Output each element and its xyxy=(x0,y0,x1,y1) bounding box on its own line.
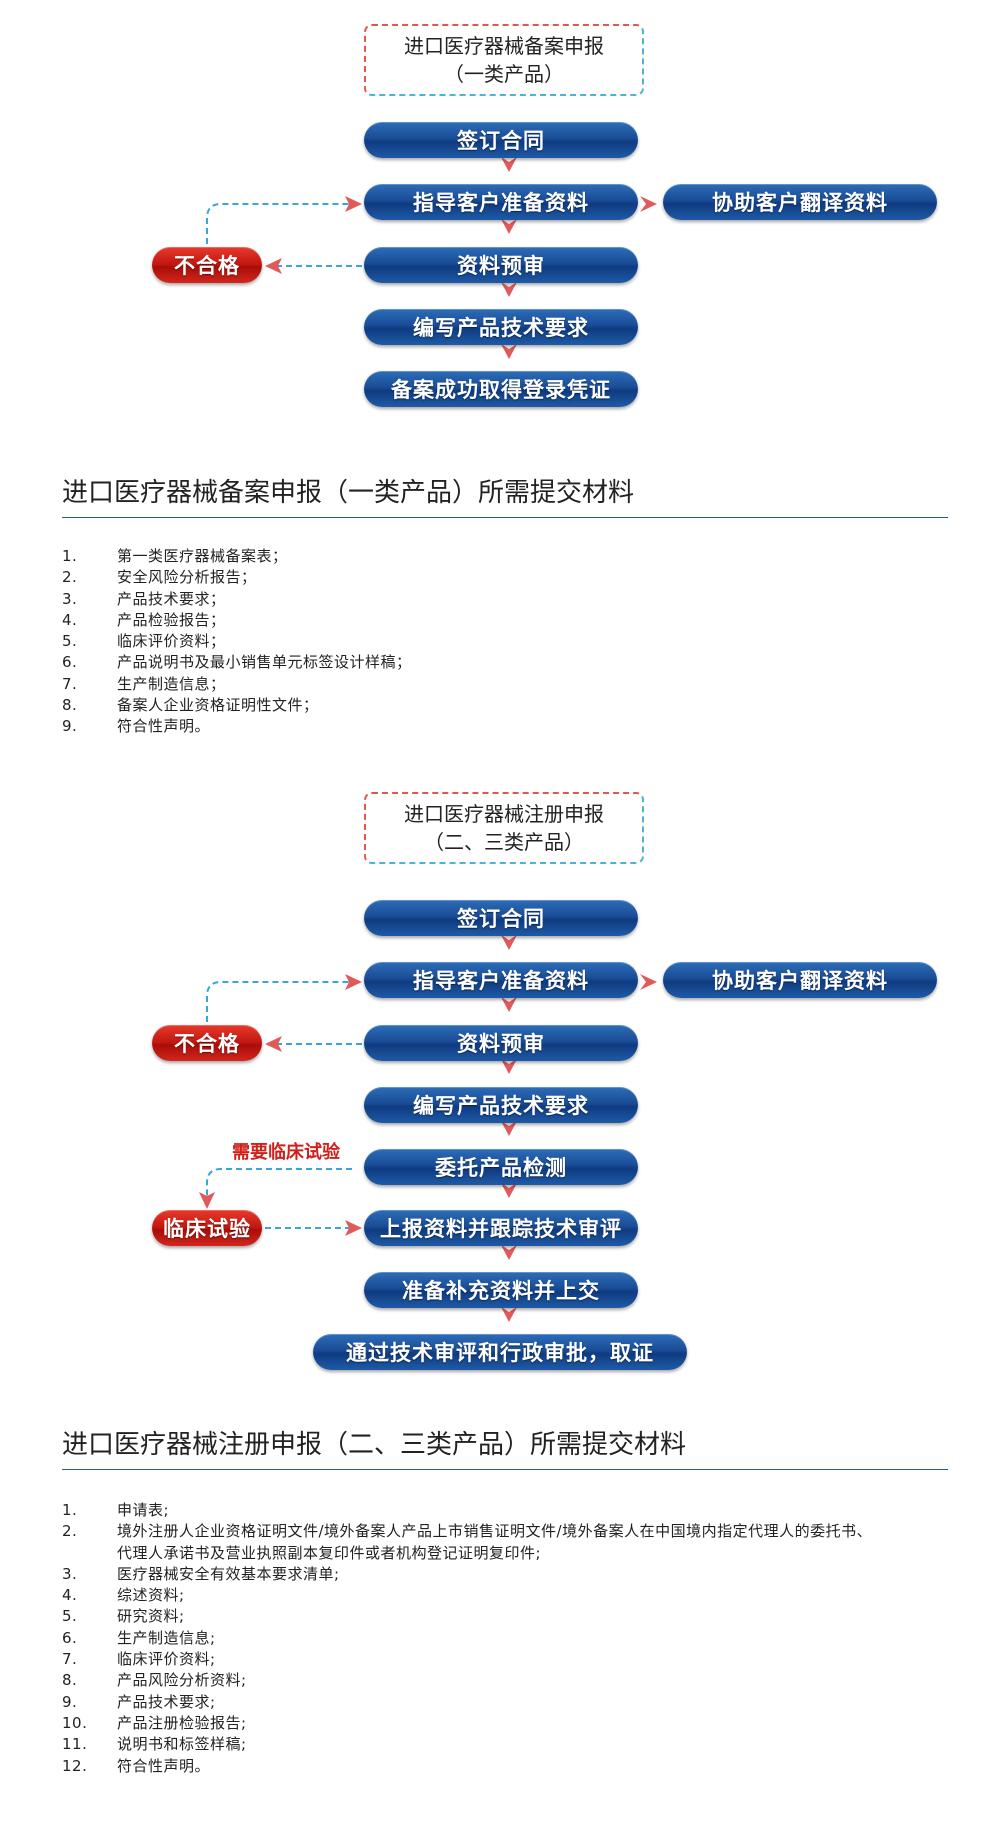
item-text: 临床评价资料； xyxy=(117,632,226,651)
item-number: 5. xyxy=(62,632,78,651)
item-text: 研究资料; xyxy=(117,1607,185,1626)
step-assist-translate: 协助客户翻译资料 xyxy=(663,184,937,220)
item-number: 9. xyxy=(62,717,78,736)
item-text: 产品说明书及最小销售单元标签设计样稿； xyxy=(117,653,412,672)
filing-flowchart: 进口医疗器械备案申报 （一类产品） 签订合同 指导客户准备资料 协助客户翻译资料… xyxy=(0,0,1003,420)
item-text: 产品检验报告； xyxy=(117,610,226,629)
item-number: 11. xyxy=(62,1735,88,1754)
item-text: 符合性声明。 xyxy=(117,717,211,736)
item-text: 医疗器械安全有效基本要求清单; xyxy=(117,1564,340,1583)
list-item: 4. 产品检验报告； xyxy=(62,610,962,631)
list-item: 6. 生产制造信息; xyxy=(62,1628,962,1649)
item-number: 8. xyxy=(62,1671,78,1690)
step-supplement: 准备补充资料并上交 xyxy=(364,1272,638,1308)
filing-title-line1: 进口医疗器械备案申报 xyxy=(404,34,604,58)
step-pre-review: 资料预审 xyxy=(364,247,638,283)
list-item: 9. 符合性声明。 xyxy=(62,716,962,737)
item-text: 综述资料; xyxy=(117,1586,185,1605)
step-entrust-testing: 委托产品检测 xyxy=(364,1149,638,1185)
item-number: 1. xyxy=(62,1501,78,1519)
list-item: 3. 医疗器械安全有效基本要求清单; xyxy=(62,1564,962,1585)
right-arrow xyxy=(640,196,657,212)
registration-title-line2: （二、三类产品） xyxy=(424,830,584,854)
item-number: 1. xyxy=(62,547,78,565)
clinical-needed-note: 需要临床试验 xyxy=(232,1142,340,1163)
item-number xyxy=(62,1543,117,1564)
filing-materials-list: 1. 第一类医疗器械备案表； 2. 安全风险分析报告； 3. 产品技术要求； 4. 产品… xyxy=(62,546,962,738)
filing-title-line2: （一类产品） xyxy=(444,62,564,86)
list-item: 10. 产品注册检验报告; xyxy=(62,1713,962,1734)
item-text: 产品技术要求; xyxy=(117,1692,216,1711)
list-item: 代理人承诺书及营业执照副本复印件或者机构登记证明复印件; xyxy=(62,1543,962,1564)
list-item: 5. 临床评价资料； xyxy=(62,631,962,652)
list-item: 9. 产品技术要求; xyxy=(62,1692,962,1713)
step-write-requirements: 编写产品技术要求 xyxy=(364,309,638,345)
list-item: 12. 符合性声明。 xyxy=(62,1756,962,1777)
list-item: 1. 申请表; xyxy=(62,1500,962,1521)
filing-materials-heading: 进口医疗器械备案申报（一类产品）所需提交材料 xyxy=(62,472,948,518)
item-number: 2. xyxy=(62,1522,78,1541)
step-submit-track: 上报资料并跟踪技术审评 xyxy=(364,1210,638,1246)
registration-materials-heading: 进口医疗器械注册申报（二、三类产品）所需提交材料 xyxy=(62,1424,948,1470)
step-sign-contract: 签订合同 xyxy=(364,122,638,158)
step-approval: 通过技术审评和行政审批，取证 xyxy=(313,1334,687,1370)
list-item: 8. 产品风险分析资料; xyxy=(62,1670,962,1691)
item-number: 4. xyxy=(62,1586,78,1605)
item-text: 安全风险分析报告； xyxy=(117,568,257,587)
item-text: 生产制造信息; xyxy=(117,1628,216,1647)
item-number: 6. xyxy=(62,653,78,672)
list-item: 7. 生产制造信息； xyxy=(62,674,962,695)
item-text: 产品技术要求； xyxy=(117,589,226,608)
item-number: 2. xyxy=(62,568,78,587)
item-text: 生产制造信息； xyxy=(117,674,226,693)
step-guide-prepare: 指导客户准备资料 xyxy=(364,962,638,998)
filing-title-box: 进口医疗器械备案申报 （一类产品） xyxy=(364,24,644,96)
registration-title-box: 进口医疗器械注册申报 （二、三类产品） xyxy=(364,792,644,864)
item-text: 产品注册检验报告; xyxy=(117,1713,247,1732)
list-item: 3. 产品技术要求； xyxy=(62,589,962,610)
list-item: 1. 第一类医疗器械备案表； xyxy=(62,546,962,567)
item-text: 申请表; xyxy=(117,1501,170,1519)
item-text: 境外注册人企业资格证明文件/境外备案人产品上市销售证明文件/境外备案人在中国境内… xyxy=(117,1522,873,1541)
item-number: 7. xyxy=(62,1650,78,1669)
step-not-qualified: 不合格 xyxy=(152,247,262,283)
registration-title-line1: 进口医疗器械注册申报 xyxy=(404,802,604,826)
step-clinical-trial: 临床试验 xyxy=(152,1210,262,1246)
item-number: 7. xyxy=(62,674,78,693)
item-number: 6. xyxy=(62,1628,78,1647)
item-text: 说明书和标签样稿; xyxy=(117,1735,247,1754)
item-number: 10. xyxy=(62,1713,88,1732)
list-item: 6. 产品说明书及最小销售单元标签设计样稿； xyxy=(62,652,962,673)
step-write-requirements: 编写产品技术要求 xyxy=(364,1087,638,1123)
item-text: 代理人承诺书及营业执照副本复印件或者机构登记证明复印件; xyxy=(117,1543,542,1562)
list-item: 2. 境外注册人企业资格证明文件/境外备案人产品上市销售证明文件/境外备案人在中国… xyxy=(62,1521,962,1542)
list-item: 8. 备案人企业资格证明性文件； xyxy=(62,695,962,716)
step-assist-translate: 协助客户翻译资料 xyxy=(663,962,937,998)
step-filing-success: 备案成功取得登录凭证 xyxy=(364,371,638,407)
item-text: 备案人企业资格证明性文件； xyxy=(117,696,319,715)
item-text: 第一类医疗器械备案表； xyxy=(117,547,288,565)
list-item: 5. 研究资料; xyxy=(62,1606,962,1627)
step-not-qualified: 不合格 xyxy=(152,1025,262,1061)
item-number: 5. xyxy=(62,1607,78,1626)
registration-materials-list: 1. 申请表; 2. 境外注册人企业资格证明文件/境外备案人产品上市销售证明文件/境… xyxy=(62,1500,962,1777)
registration-flowchart: 进口医疗器械注册申报 （二、三类产品） 签订合同 指导客户准备资料 协助客户翻译… xyxy=(0,780,1003,1380)
item-number: 9. xyxy=(62,1692,78,1711)
item-number: 3. xyxy=(62,589,78,608)
step-guide-prepare: 指导客户准备资料 xyxy=(364,184,638,220)
item-number: 3. xyxy=(62,1564,78,1583)
step-pre-review: 资料预审 xyxy=(364,1025,638,1061)
item-number: 12. xyxy=(62,1756,88,1775)
item-number: 8. xyxy=(62,696,78,715)
list-item: 11. 说明书和标签样稿; xyxy=(62,1734,962,1755)
list-item: 7. 临床评价资料; xyxy=(62,1649,962,1670)
item-text: 产品风险分析资料; xyxy=(117,1671,247,1690)
step-sign-contract: 签订合同 xyxy=(364,900,638,936)
item-text: 临床评价资料; xyxy=(117,1650,216,1669)
item-text: 符合性声明。 xyxy=(117,1756,211,1775)
right-arrow xyxy=(640,974,657,990)
list-item: 4. 综述资料; xyxy=(62,1585,962,1606)
item-number: 4. xyxy=(62,610,78,629)
list-item: 2. 安全风险分析报告； xyxy=(62,567,962,588)
